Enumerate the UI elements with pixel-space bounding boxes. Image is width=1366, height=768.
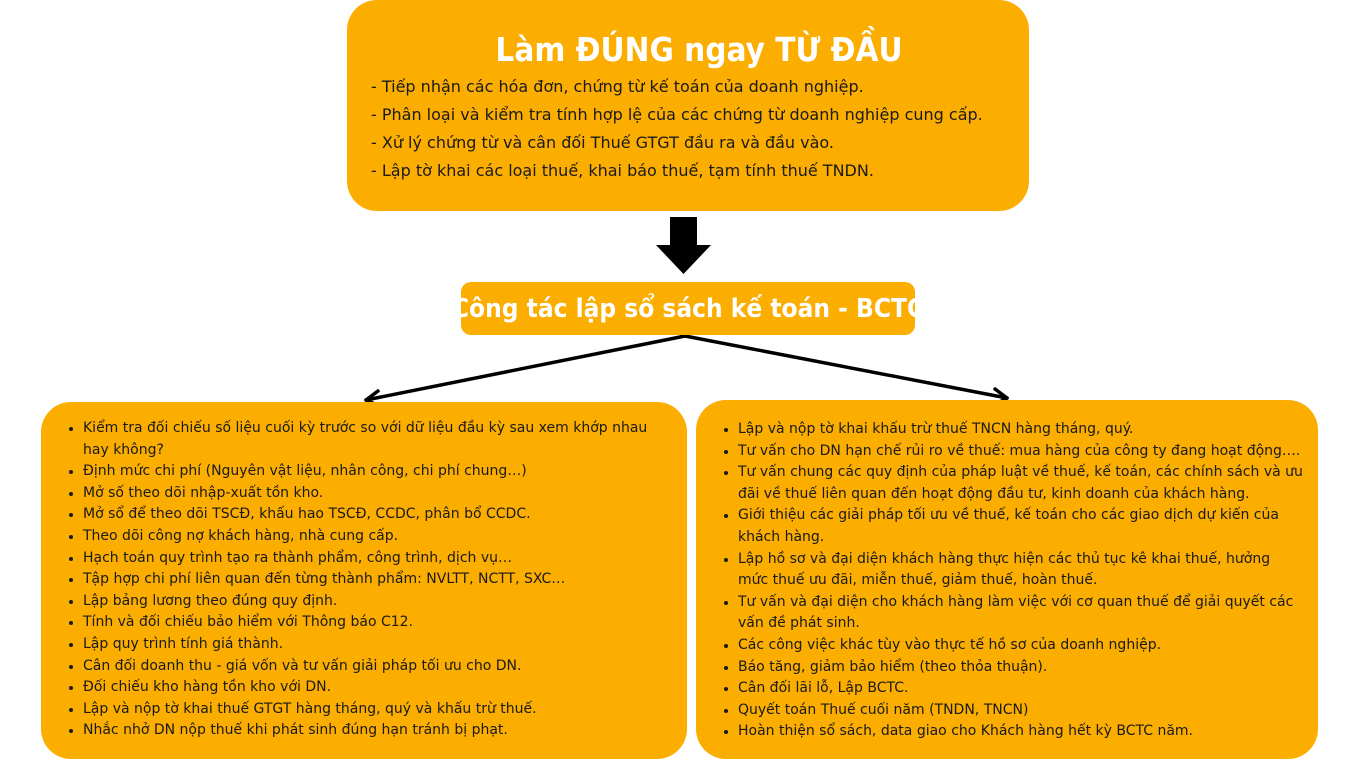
middle-title: Công tác lập sổ sách kế toán - BCTC: [451, 293, 925, 324]
list-item: Hạch toán quy trình tạo ra thành phẩm, c…: [83, 548, 663, 570]
list-item: Lập và nộp tờ khai khấu trừ thuế TNCN hà…: [738, 419, 1304, 441]
list-item: Cân đối lãi lỗ, Lập BCTC.: [738, 678, 1304, 700]
top-item: - Lập tờ khai các loại thuế, khai báo th…: [371, 161, 874, 180]
top-title: Làm ĐÚNG ngay TỪ ĐẦU: [495, 30, 903, 69]
middle-box: Công tác lập sổ sách kế toán - BCTC: [452, 282, 924, 335]
list-item: Lập hồ sơ và đại diện khách hàng thực hi…: [738, 549, 1304, 592]
list-item: Tập hợp chi phí liên quan đến từng thành…: [83, 569, 663, 591]
branch-arrow-icon: [364, 334, 1009, 407]
list-item: Quyết toán Thuế cuối năm (TNDN, TNCN): [738, 700, 1304, 722]
list-item: Mở số theo dõi nhập-xuất tồn kho.: [83, 483, 663, 505]
list-item: Kiểm tra đối chiếu số liệu cuối kỳ trước…: [83, 418, 663, 461]
list-item: Báo tăng, giảm bảo hiểm (theo thỏa thuận…: [738, 657, 1304, 679]
list-item: Giới thiệu các giải pháp tối ưu về thuế,…: [738, 505, 1304, 548]
list-item: Tư vấn và đại diện cho khách hàng làm vi…: [738, 592, 1304, 635]
list-item: Lập bảng lương theo đúng quy định.: [83, 591, 663, 613]
left-box: Kiểm tra đối chiếu số liệu cuối kỳ trước…: [41, 402, 687, 759]
list-item: Tính và đối chiếu bảo hiểm với Thông báo…: [83, 612, 663, 634]
list-item: Tư vấn cho DN hạn chế rủi ro về thuế: mu…: [738, 441, 1304, 463]
list-item: Nhắc nhở DN nộp thuế khi phát sinh đúng …: [83, 720, 663, 742]
list-item: Lập và nộp tờ khai thuế GTGT hàng tháng,…: [83, 699, 663, 721]
left-list: Kiểm tra đối chiếu số liệu cuối kỳ trước…: [65, 418, 663, 742]
list-item: Hoàn thiện sổ sách, data giao cho Khách …: [738, 721, 1304, 743]
list-item: Tư vấn chung các quy định của pháp luật …: [738, 462, 1304, 505]
list-item: Cân đối doanh thu - giá vốn và tư vấn gi…: [83, 656, 663, 678]
top-item: - Xử lý chứng từ và cân đối Thuế GTGT đầ…: [371, 133, 835, 152]
right-box: Lập và nộp tờ khai khấu trừ thuế TNCN hà…: [696, 400, 1318, 759]
list-item: Lập quy trình tính giá thành.: [83, 634, 663, 656]
top-list: - Tiếp nhận các hóa đơn, chứng từ kế toá…: [371, 73, 1009, 185]
right-list: Lập và nộp tờ khai khấu trừ thuế TNCN hà…: [720, 419, 1304, 743]
top-item: - Phân loại và kiểm tra tính hợp lệ của …: [371, 105, 983, 124]
list-item: Theo dõi công nợ khách hàng, nhà cung cấ…: [83, 526, 663, 548]
list-item: Các công việc khác tùy vào thực tế hồ sơ…: [738, 635, 1304, 657]
top-item: - Tiếp nhận các hóa đơn, chứng từ kế toá…: [371, 77, 864, 96]
list-item: Đối chiếu kho hàng tồn kho với DN.: [83, 677, 663, 699]
down-arrow-icon: [656, 217, 711, 274]
list-item: Định mức chi phí (Nguyên vật liệu, nhân …: [83, 461, 663, 483]
list-item: Mở sổ để theo dõi TSCĐ, khấu hao TSCĐ, C…: [83, 504, 663, 526]
top-box: Làm ĐÚNG ngay TỪ ĐẦU - Tiếp nhận các hóa…: [347, 0, 1029, 211]
